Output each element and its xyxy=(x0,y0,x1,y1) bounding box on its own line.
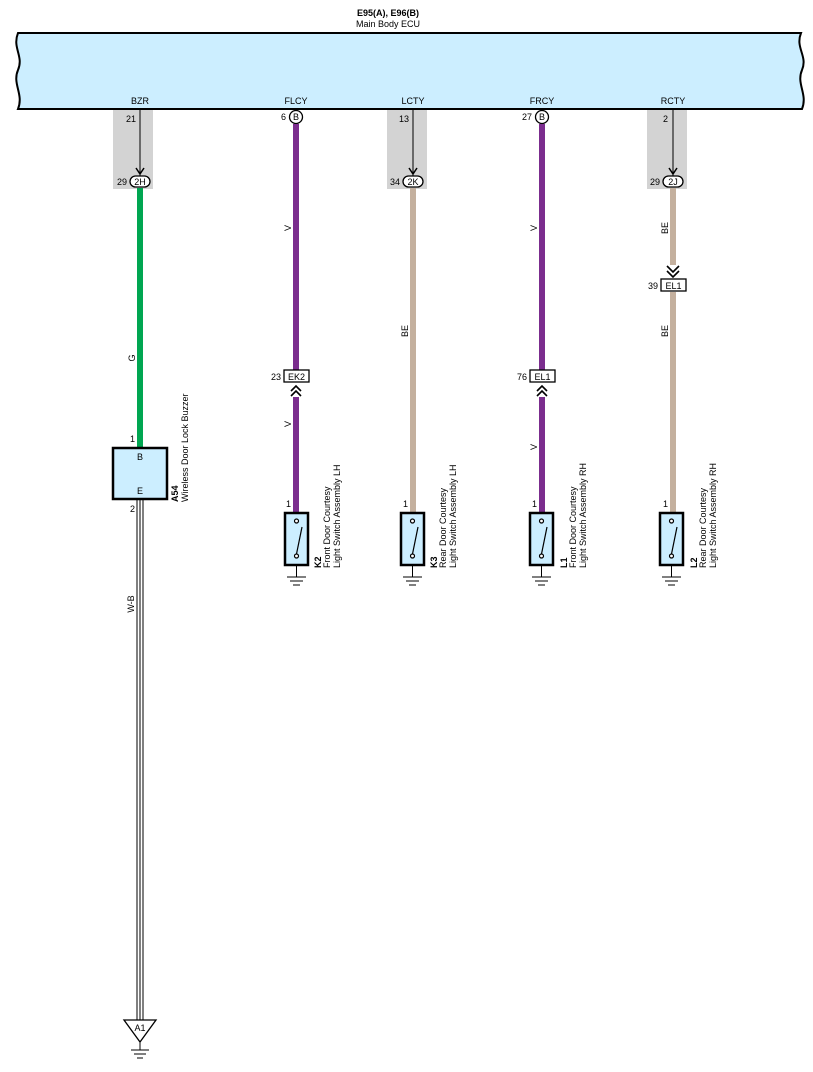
terminal-label: BZR xyxy=(131,96,150,106)
device-pin: 1 xyxy=(403,499,408,509)
ground-icon xyxy=(131,1042,149,1059)
ecu-connector-circle xyxy=(288,109,304,125)
junction-pin: 29 xyxy=(650,177,660,187)
arrow-down-icon xyxy=(135,167,145,176)
device-terminal-bottom: E xyxy=(137,486,143,496)
inline-pin: 39 xyxy=(648,281,658,291)
junction-pin: 34 xyxy=(390,177,400,187)
inline-connector-id: EL1 xyxy=(665,281,681,291)
wire-color-label-lower: BE xyxy=(660,325,670,337)
ecu-pin: 2 xyxy=(663,114,668,124)
double-chevron-up-icon xyxy=(290,384,302,397)
ecu-pin: 21 xyxy=(126,114,136,124)
junction-id: 2H xyxy=(134,177,146,187)
junction-2j xyxy=(662,175,684,188)
wire-color-label: BE xyxy=(400,325,410,337)
wire-color-label-upper: V xyxy=(283,225,293,231)
channel-flcy: FLCY 6 B V EK2 23 V 1 K2 Front Door Cour… xyxy=(271,96,342,586)
device-pin-top: 1 xyxy=(130,434,135,444)
channel-lcty: LCTY 13 2K 34 BE 1 K3 Rear Door Courtesy… xyxy=(387,96,458,586)
switch-contact-icon xyxy=(409,518,419,559)
inline-connector-ek2 xyxy=(283,369,310,383)
device-pin-bottom: 2 xyxy=(130,504,135,514)
ecu-connector-id: B xyxy=(293,112,299,122)
device-name-line1: Rear Door Courtesy xyxy=(698,487,708,568)
ground-wire-label: W-B xyxy=(126,595,136,612)
device-id: L1 xyxy=(559,557,569,568)
ecu-connector-circle xyxy=(534,109,550,125)
terminal-label: FRCY xyxy=(530,96,555,106)
device-name-line1: Front Door Courtesy xyxy=(322,486,332,568)
device-name-line2: Light Switch Assembly LH xyxy=(332,464,342,568)
junction-id: 2K xyxy=(407,177,418,187)
terminal-label: FLCY xyxy=(284,96,307,106)
device-terminal-top: B xyxy=(137,452,143,462)
channel-frcy: FRCY 27 B V EL1 76 V 1 L1 Front Door Cou… xyxy=(517,96,588,586)
ground-point-a1 xyxy=(122,1019,158,1044)
ecu-pin: 6 xyxy=(281,112,286,122)
device-id: L2 xyxy=(689,557,699,568)
ecu-connector-label: E95(A), E96(B) xyxy=(357,8,419,18)
double-chevron-up-icon xyxy=(536,384,548,397)
junction-2h xyxy=(129,175,151,188)
device-name-line2: Light Switch Assembly RH xyxy=(708,463,718,568)
ecu-pin: 13 xyxy=(399,114,409,124)
terminal-label: RCTY xyxy=(661,96,686,106)
wire-color-label-lower: V xyxy=(529,444,539,450)
switch-contact-icon xyxy=(538,518,548,559)
wire-color-label: G xyxy=(127,354,137,361)
inline-connector-el1 xyxy=(660,278,687,292)
device-id: K2 xyxy=(313,556,323,568)
ground-icon xyxy=(287,565,306,586)
ecu-connector-id: B xyxy=(539,112,545,122)
inline-connector-id: EL1 xyxy=(534,372,550,382)
inline-pin: 76 xyxy=(517,372,527,382)
inline-connector-id: EK2 xyxy=(288,372,305,382)
ecu-body xyxy=(15,32,805,110)
ground-icon xyxy=(403,565,422,586)
device-id: K3 xyxy=(429,556,439,568)
arrow-down-icon xyxy=(668,167,678,176)
ground-icon xyxy=(662,565,681,586)
channel-rcty: RCTY 2 2J 29 BE EL1 39 BE 1 L2 xyxy=(647,96,718,586)
device-name-line1: Front Door Courtesy xyxy=(568,486,578,568)
arrow-down-icon xyxy=(408,167,418,176)
wire-color-label-upper: BE xyxy=(660,222,670,234)
device-pin: 1 xyxy=(532,499,537,509)
device-id: A54 xyxy=(170,485,180,502)
inline-connector-el1 xyxy=(529,369,556,383)
junction-id: 2J xyxy=(668,177,678,187)
wire-color-label-upper: V xyxy=(529,225,539,231)
terminal-label: LCTY xyxy=(401,96,424,106)
device-pin: 1 xyxy=(663,499,668,509)
buzzer-device xyxy=(111,446,169,501)
switch-contact-icon xyxy=(293,518,303,559)
junction-pin: 29 xyxy=(117,177,127,187)
device-name-line2: Light Switch Assembly LH xyxy=(448,464,458,568)
device-name-line1: Rear Door Courtesy xyxy=(438,487,448,568)
device-name: Wireless Door Lock Buzzer xyxy=(180,393,190,502)
ground-icon xyxy=(532,565,551,586)
junction-2k xyxy=(402,175,424,188)
ecu-name: Main Body ECU xyxy=(356,19,420,29)
wire-color-label-lower: V xyxy=(283,421,293,427)
switch-contact-icon xyxy=(668,518,678,559)
device-pin: 1 xyxy=(286,499,291,509)
device-name-line2: Light Switch Assembly RH xyxy=(578,463,588,568)
inline-pin: 23 xyxy=(271,372,281,382)
double-chevron-down-icon xyxy=(666,265,680,279)
ecu-pin: 27 xyxy=(522,112,532,122)
ground-point-label: A1 xyxy=(134,1023,145,1033)
channel-bzr: BZR 21 2H 29 G 1 B E A54 Wireless Door L… xyxy=(111,96,190,1059)
